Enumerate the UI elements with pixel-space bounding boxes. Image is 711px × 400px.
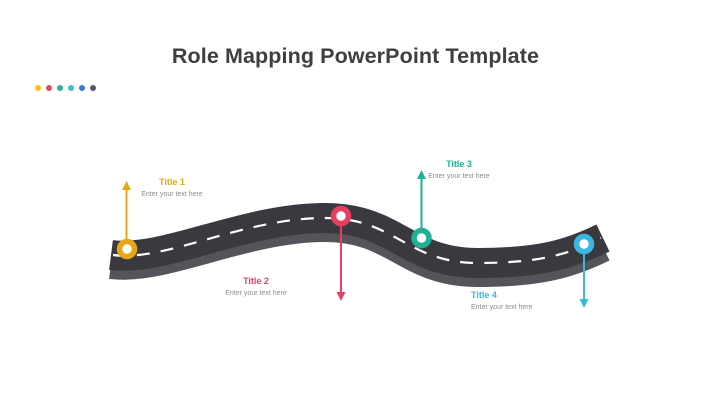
dot-red-icon xyxy=(46,85,52,91)
milestone-1-label: Title 1 Enter your text here xyxy=(141,178,202,198)
milestone-3-label: Title 3 Enter your text here xyxy=(428,160,489,180)
dot-green-icon xyxy=(57,85,63,91)
decorative-dot-row xyxy=(35,85,96,91)
milestone-3-pin xyxy=(411,227,432,249)
milestone-2-label: Title 2 Enter your text here xyxy=(225,277,286,297)
milestone-2-title[interactable]: Title 2 xyxy=(243,276,269,286)
dot-yellow-icon xyxy=(35,85,41,91)
slide-title[interactable]: Role Mapping PowerPoint Template xyxy=(171,44,540,68)
dot-blue-icon xyxy=(79,85,85,91)
milestone-2-placeholder-text[interactable]: Enter your text here xyxy=(225,289,287,297)
milestone-4-pin xyxy=(573,233,595,255)
road-center-dash-line xyxy=(112,216,602,265)
arrow-down-icon xyxy=(579,299,589,308)
milestone-1-pin xyxy=(116,238,138,260)
milestone-1-placeholder-text[interactable]: Enter your text here xyxy=(141,190,203,198)
milestone-3-connector xyxy=(417,170,426,236)
milestone-4-label: Title 4 Enter your text here xyxy=(471,291,532,311)
milestone-1-connector xyxy=(122,181,131,247)
arrow-up-icon xyxy=(122,181,131,190)
milestone-3-placeholder-text[interactable]: Enter your text here xyxy=(428,172,490,180)
milestone-3-title[interactable]: Title 3 xyxy=(446,159,472,169)
milestone-4-title[interactable]: Title 4 xyxy=(471,290,497,300)
dot-teal-icon xyxy=(68,85,74,91)
milestone-4-placeholder-text[interactable]: Enter your text here xyxy=(471,303,533,311)
arrow-down-icon xyxy=(336,292,346,301)
dot-purple-icon xyxy=(90,85,96,91)
milestone-1-title[interactable]: Title 1 xyxy=(159,177,185,187)
milestone-2-connector xyxy=(336,218,346,301)
milestone-2-pin xyxy=(330,205,352,227)
milestone-4-connector xyxy=(579,246,589,308)
arrow-up-icon xyxy=(417,170,426,179)
